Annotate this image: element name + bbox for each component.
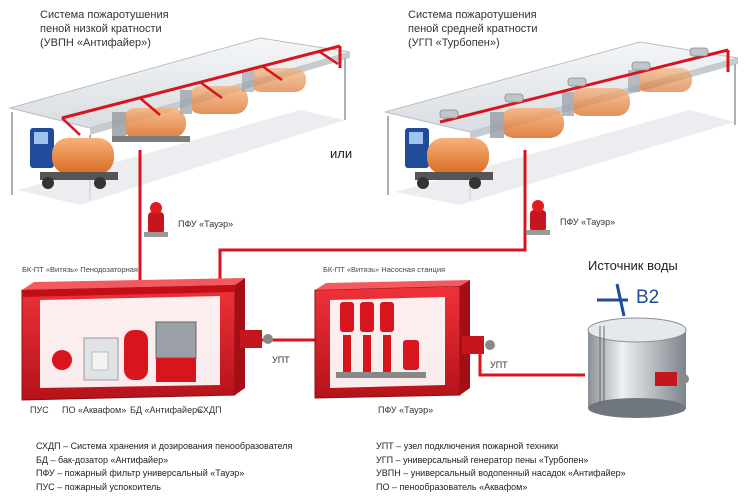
- legend-item: ПУС – пожарный успокоитель: [36, 481, 161, 492]
- pfu-label-left: ПФУ «Тауэр»: [178, 219, 234, 229]
- truck-icon: [180, 86, 248, 114]
- right-system-title: Система пожаротушения пеной средней крат…: [408, 8, 538, 50]
- pump-container-title: БК-ПТ «Витязь» Насосная станция: [323, 265, 446, 274]
- or-label: или: [330, 146, 353, 161]
- truck-icon: [112, 108, 190, 142]
- part-pus: ПУС: [30, 405, 49, 415]
- legend-item: УВПН – универсальный водопенный насадок …: [376, 468, 626, 478]
- title-line: пеной низкой кратности: [40, 23, 162, 35]
- water-source-title: Источник воды: [588, 258, 678, 273]
- title-line: Система пожаротушения: [408, 9, 537, 21]
- title-line: пеной средней кратности: [408, 23, 538, 35]
- truck-icon: [242, 68, 306, 92]
- pfu-label-right: ПФУ «Тауэр»: [560, 217, 616, 227]
- b2-symbol-icon: [597, 283, 628, 317]
- right-shelter: [384, 41, 739, 205]
- legend-item: ПО – пенообразователь «Аквафом»: [376, 481, 528, 492]
- upt-connector-icon: [462, 336, 495, 354]
- title-line: Система пожаротушения: [40, 9, 169, 21]
- water-code: В2: [636, 287, 660, 308]
- left-shelter: [8, 37, 351, 205]
- legend-item: УГП – универсальный генератор пены «Турб…: [376, 454, 589, 465]
- title-line: (УГП «Турбопен»): [408, 37, 500, 49]
- legend-left: СХДП – Система хранения и дозирования пе…: [36, 440, 292, 494]
- part-shdp: СХДП: [197, 405, 222, 415]
- part-po: ПО «Аквафом»: [62, 405, 127, 415]
- upt-label-2: УПТ: [490, 360, 508, 370]
- legend-item: УПТ – узел подключения пожарной техники: [376, 441, 559, 451]
- left-system-title: Система пожаротушения пеной низкой кратн…: [40, 8, 169, 50]
- dosing-container: [21, 278, 245, 401]
- legend-right: УПТ – узел подключения пожарной техники …: [376, 440, 626, 494]
- pump-container: [314, 280, 470, 399]
- legend-item: СХДП – Система хранения и дозирования пе…: [36, 441, 293, 451]
- pfu-filter-icon: [144, 202, 168, 237]
- pump-pfu-label: ПФУ «Тауэр»: [378, 405, 434, 415]
- water-tank: [587, 317, 687, 418]
- title-line: (УВПН «Антифайер»): [40, 37, 151, 49]
- truck-icon: [405, 128, 493, 189]
- upt-label-1: УПТ: [272, 355, 290, 365]
- truck-icon: [30, 128, 118, 189]
- legend-item: БД – бак-дозатор «Антифайер»: [36, 454, 169, 465]
- dosing-container-title: БК-ПТ «Витязь» Пенодозаторная: [22, 265, 138, 274]
- truck-icon: [490, 108, 564, 138]
- upt-connector-icon: [655, 372, 689, 386]
- upt-connector-icon: [240, 330, 273, 348]
- truck-icon: [562, 88, 630, 116]
- part-bd: БД «Антифайер»: [130, 405, 203, 415]
- pfu-filter-icon: [526, 200, 550, 235]
- legend-item: ПФУ – пожарный фильтр универсальный «Тау…: [36, 468, 245, 478]
